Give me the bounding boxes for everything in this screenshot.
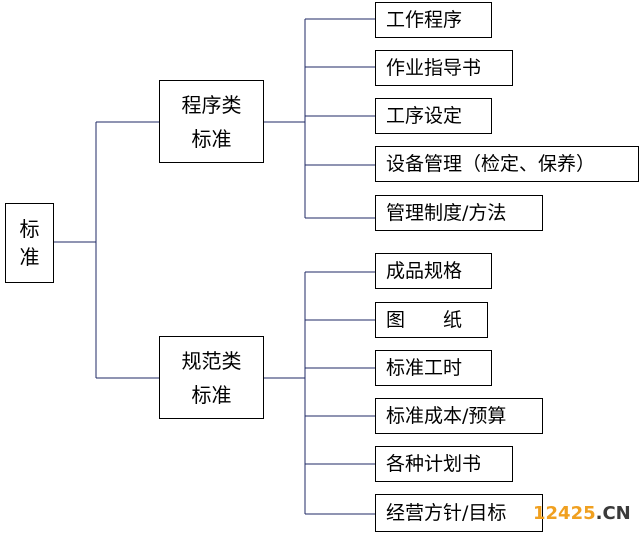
leaf-node: 各种计划书 [375, 446, 513, 482]
category-specification-standards: 规范类 标准 [159, 336, 264, 419]
leaf-label: 图 纸 [386, 308, 463, 331]
root-node: 标 准 [5, 203, 54, 283]
leaf-label: 标准工时 [386, 356, 463, 379]
watermark-number: 12425 [533, 503, 596, 524]
category-procedure-standards: 程序类 标准 [159, 80, 264, 163]
leaf-label: 设备管理（检定、保养） [386, 152, 596, 175]
root-label-line1: 标 [19, 217, 40, 241]
leaf-label: 工作程序 [386, 8, 463, 31]
leaf-label: 经营方针/目标 [386, 501, 507, 524]
leaf-node: 工序设定 [375, 98, 492, 134]
watermark-suffix: .CN [595, 503, 631, 524]
leaf-node: 经营方针/目标 [375, 494, 543, 532]
leaf-label: 标准成本/预算 [386, 404, 507, 427]
category-label-line2: 标准 [191, 126, 232, 151]
leaf-node: 标准工时 [375, 350, 492, 386]
leaf-node: 工作程序 [375, 2, 492, 38]
leaf-node: 标准成本/预算 [375, 398, 543, 434]
category-label-line1: 程序类 [181, 92, 242, 117]
leaf-label: 工序设定 [386, 104, 463, 127]
category-label-line2: 标准 [191, 382, 232, 407]
leaf-label: 成品规格 [386, 259, 463, 282]
leaf-label: 管理制度/方法 [386, 201, 507, 224]
root-label-line2: 准 [19, 245, 40, 269]
site-watermark: 12425.CN [533, 503, 631, 524]
leaf-node: 作业指导书 [375, 50, 513, 86]
category-label-line1: 规范类 [181, 348, 242, 373]
leaf-node: 设备管理（检定、保养） [375, 146, 639, 182]
leaf-node: 管理制度/方法 [375, 195, 543, 231]
leaf-label: 各种计划书 [386, 452, 482, 475]
leaf-label: 作业指导书 [386, 56, 482, 79]
leaf-node: 成品规格 [375, 253, 492, 289]
leaf-node: 图 纸 [375, 302, 488, 338]
